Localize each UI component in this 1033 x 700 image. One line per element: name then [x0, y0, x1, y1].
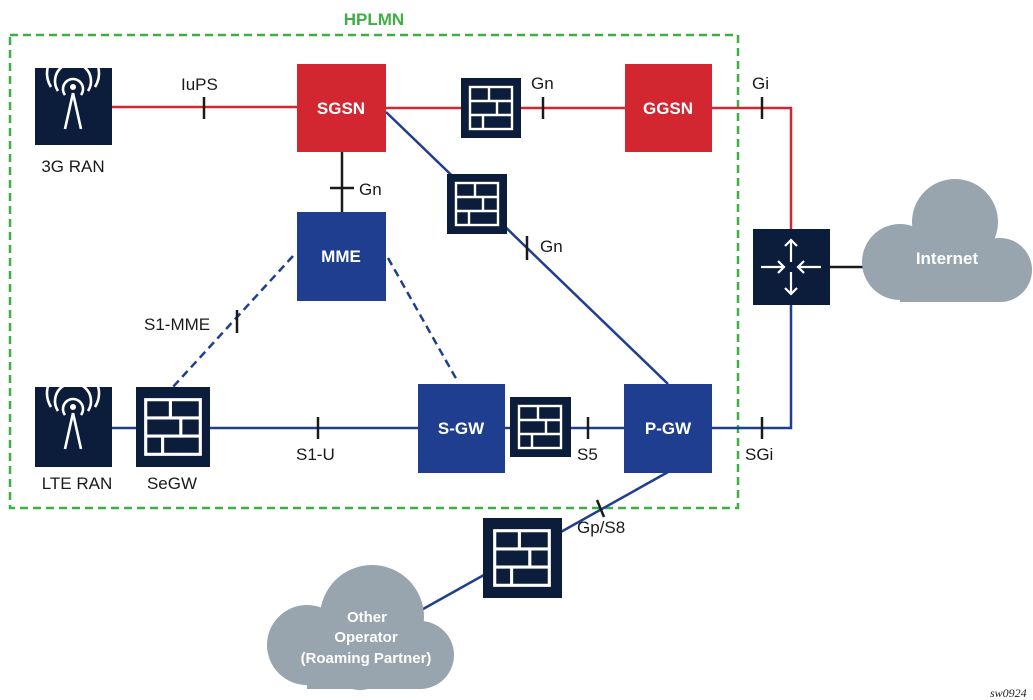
link-mme-segw: [171, 255, 294, 389]
segw-node: SeGW: [136, 387, 210, 493]
iface-s1-mme-label: S1-MME: [144, 315, 210, 334]
iface-s5-label: S5: [577, 445, 598, 464]
iface-gi-label: Gi: [752, 74, 769, 93]
firewall-s5: [510, 397, 571, 457]
firewall-gn-diagonal: [447, 174, 507, 234]
other-operator-label-line1: Other: [347, 609, 387, 626]
firewall-gp-s8: [483, 518, 562, 598]
pgw-node: P-GW: [624, 384, 712, 473]
iface-gn-mme-label: Gn: [359, 180, 382, 199]
internet-label: Internet: [916, 249, 979, 268]
router-icon: [761, 238, 821, 296]
3g-ran-node: 3G RAN: [35, 45, 112, 176]
interface-ticks: [202, 97, 764, 518]
sgsn-node: SGSN: [297, 64, 386, 152]
other-operator-label-line3: (Roaming Partner): [301, 650, 432, 667]
3g-ran-label: 3G RAN: [41, 157, 104, 176]
firewall-sgsn-ggsn: [461, 78, 521, 138]
lte-ran-node: LTE RAN: [35, 365, 113, 493]
sgw-node: S-GW: [418, 384, 505, 473]
pgw-label: P-GW: [645, 419, 692, 438]
ggsn-node: GGSN: [625, 64, 712, 152]
iface-gn-top-label: Gn: [531, 74, 554, 93]
link-pgw-router: [712, 305, 793, 430]
sgsn-label: SGSN: [317, 99, 365, 118]
iface-s1-u-label: S1-U: [296, 445, 335, 464]
lte-ran-label: LTE RAN: [42, 474, 113, 493]
internet-cloud: Internet: [862, 179, 1032, 302]
hplmn-title: HPLMN: [344, 10, 404, 29]
mme-label: MME: [321, 247, 361, 266]
link-ggsn-router: [712, 106, 793, 229]
mme-node: MME: [297, 212, 386, 301]
segw-label: SeGW: [147, 474, 197, 493]
ggsn-label: GGSN: [643, 99, 693, 118]
hplmn-boundary: [8, 33, 740, 510]
figure-id: sw0924: [990, 686, 1027, 700]
other-operator-label-line2: Operator: [334, 629, 398, 646]
other-operator-cloud: Other Operator (Roaming Partner): [267, 565, 454, 690]
sgw-label: S-GW: [438, 419, 485, 438]
link-mme-sgw: [386, 257, 460, 383]
cloud-icon: [267, 565, 454, 690]
cloud-icon: [862, 179, 1032, 302]
iface-sgi-label: SGi: [745, 445, 773, 464]
router-node: [753, 229, 830, 305]
iface-gn-diag-label: Gn: [540, 237, 563, 256]
iface-iups-label: IuPS: [181, 75, 218, 94]
iface-gp-s8-label: Gp/S8: [577, 518, 625, 537]
